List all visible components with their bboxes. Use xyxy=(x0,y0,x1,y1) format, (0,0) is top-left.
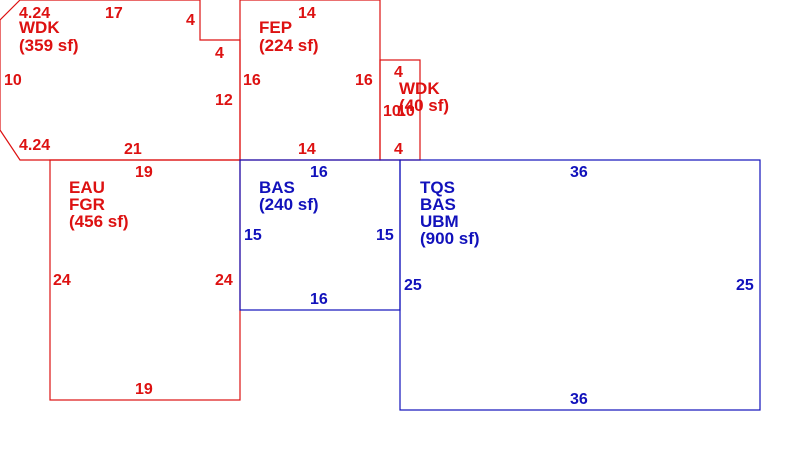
dim-wdk-small-bottom: 4 xyxy=(394,141,403,158)
dim-wdk-small-top: 4 xyxy=(394,64,403,81)
dim-tqs-left: 25 xyxy=(404,277,422,294)
wdk-359-area: (359 sf) xyxy=(19,36,79,55)
dim-wdk-notch-h: 4 xyxy=(215,45,224,62)
eau-code: EAU xyxy=(69,178,105,197)
wdk-40-code: WDK xyxy=(399,79,440,98)
wdk-40-area: (40 sf) xyxy=(399,96,449,115)
dim-fep-top: 14 xyxy=(298,5,316,22)
dim-fep-right: 16 xyxy=(355,72,373,89)
ubm-code: UBM xyxy=(420,212,459,231)
dim-wdk-bottom: 21 xyxy=(124,141,142,158)
dim-bas-top: 16 xyxy=(310,164,328,181)
fep-code: FEP xyxy=(259,18,292,37)
dim-wdk-top-left-diag: 4.24 xyxy=(19,5,50,22)
dim-wdk-small-right: 10 xyxy=(397,103,415,120)
dim-wdk-bottom-left-diag: 4.24 xyxy=(19,137,50,154)
dim-eau-right: 24 xyxy=(215,272,233,289)
dim-eau-top: 19 xyxy=(135,164,153,181)
tqs-code: TQS xyxy=(420,178,455,197)
dim-wdk-small-left: 10 xyxy=(383,103,401,120)
fep-area: (224 sf) xyxy=(259,36,319,55)
bas-area: (240 sf) xyxy=(259,195,319,214)
dim-tqs-right: 25 xyxy=(736,277,754,294)
dim-wdk-top: 17 xyxy=(105,5,123,22)
fgr-code: FGR xyxy=(69,195,105,214)
dim-bas-right: 15 xyxy=(376,227,394,244)
tqs-area: (900 sf) xyxy=(420,229,480,248)
dim-wdk-right: 12 xyxy=(215,92,233,109)
tqs-bas-code: BAS xyxy=(420,195,456,214)
wdk-359-code: WDK xyxy=(19,18,60,37)
dim-wdk-left: 10 xyxy=(4,72,22,89)
dim-eau-left: 24 xyxy=(53,272,71,289)
dim-wdk-notch-v: 4 xyxy=(186,12,195,29)
dim-bas-bottom: 16 xyxy=(310,291,328,308)
dim-fep-left: 16 xyxy=(243,72,261,89)
dim-tqs-bottom: 36 xyxy=(570,391,588,408)
dim-tqs-top: 36 xyxy=(570,164,588,181)
bas-code: BAS xyxy=(259,178,295,197)
tqs-bas-ubm-outline xyxy=(399,159,761,411)
dim-bas-left: 15 xyxy=(244,227,262,244)
eau-fgr-area: (456 sf) xyxy=(69,212,129,231)
dim-eau-bottom: 19 xyxy=(135,381,153,398)
dim-fep-bottom: 14 xyxy=(298,141,316,158)
